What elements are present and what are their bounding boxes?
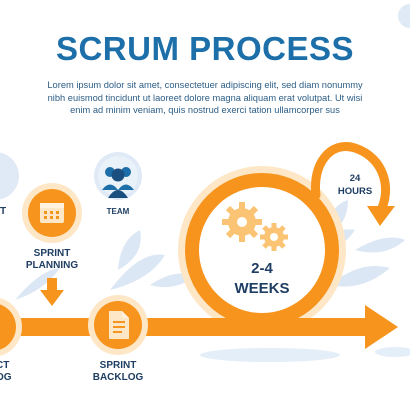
daily-cycle-line: HOURS [337, 186, 373, 197]
sprint-backlog-node [88, 295, 148, 355]
ground-shadow [375, 347, 410, 357]
sprint-duration-line: 2-4 [251, 260, 273, 277]
sprint-backlog-label: SPRINT BACKLOG [78, 360, 158, 384]
partial-left-label: T [0, 206, 7, 217]
sprint-planning-label-line: PLANNING [25, 260, 79, 271]
team-icon [102, 167, 134, 198]
team-label: TEAM [106, 207, 130, 216]
description-text: Lorem ipsum dolor sit amet, consectetuer… [0, 79, 410, 117]
product-backlog-label-partial: CT OG [0, 360, 16, 384]
product-backlog-label-line: CT [0, 360, 10, 371]
ground-shadow [200, 348, 340, 362]
description-line: enim ad minim veniam, quis nostrud exerc… [70, 105, 340, 115]
daily-cycle-line: 24 [349, 173, 361, 184]
main-flow-arrow [0, 305, 398, 349]
sprint-backlog-label-line: BACKLOG [92, 372, 144, 383]
partial-node-circle [398, 4, 410, 28]
sprint-planning-label: SPRINT PLANNING [12, 248, 92, 272]
sprint-duration-label: 2-4 WEEKS [212, 259, 312, 299]
gears-icon [222, 202, 288, 251]
description-line: nibh euismod tincidunt ut laoreet dolore… [47, 92, 363, 103]
sprint-planning-node [22, 183, 82, 243]
sprint-cycle-loop [178, 142, 395, 334]
down-arrow [40, 278, 64, 306]
team-node [94, 152, 142, 200]
description-line: Lorem ipsum dolor sit amet, consectetuer… [47, 80, 363, 90]
page-title: SCRUM PROCESS [55, 30, 355, 67]
partial-node-circle [0, 152, 19, 200]
document-icon [109, 311, 129, 339]
sprint-backlog-label-line: SPRINT [99, 360, 137, 371]
daily-cycle-label: 24 HOURS [327, 172, 383, 198]
product-backlog-node-partial [0, 298, 22, 356]
calendar-icon [40, 203, 64, 223]
product-backlog-label-line: OG [0, 372, 12, 383]
sprint-duration-line: WEEKS [234, 280, 290, 297]
sprint-planning-label-line: SPRINT [33, 248, 71, 259]
